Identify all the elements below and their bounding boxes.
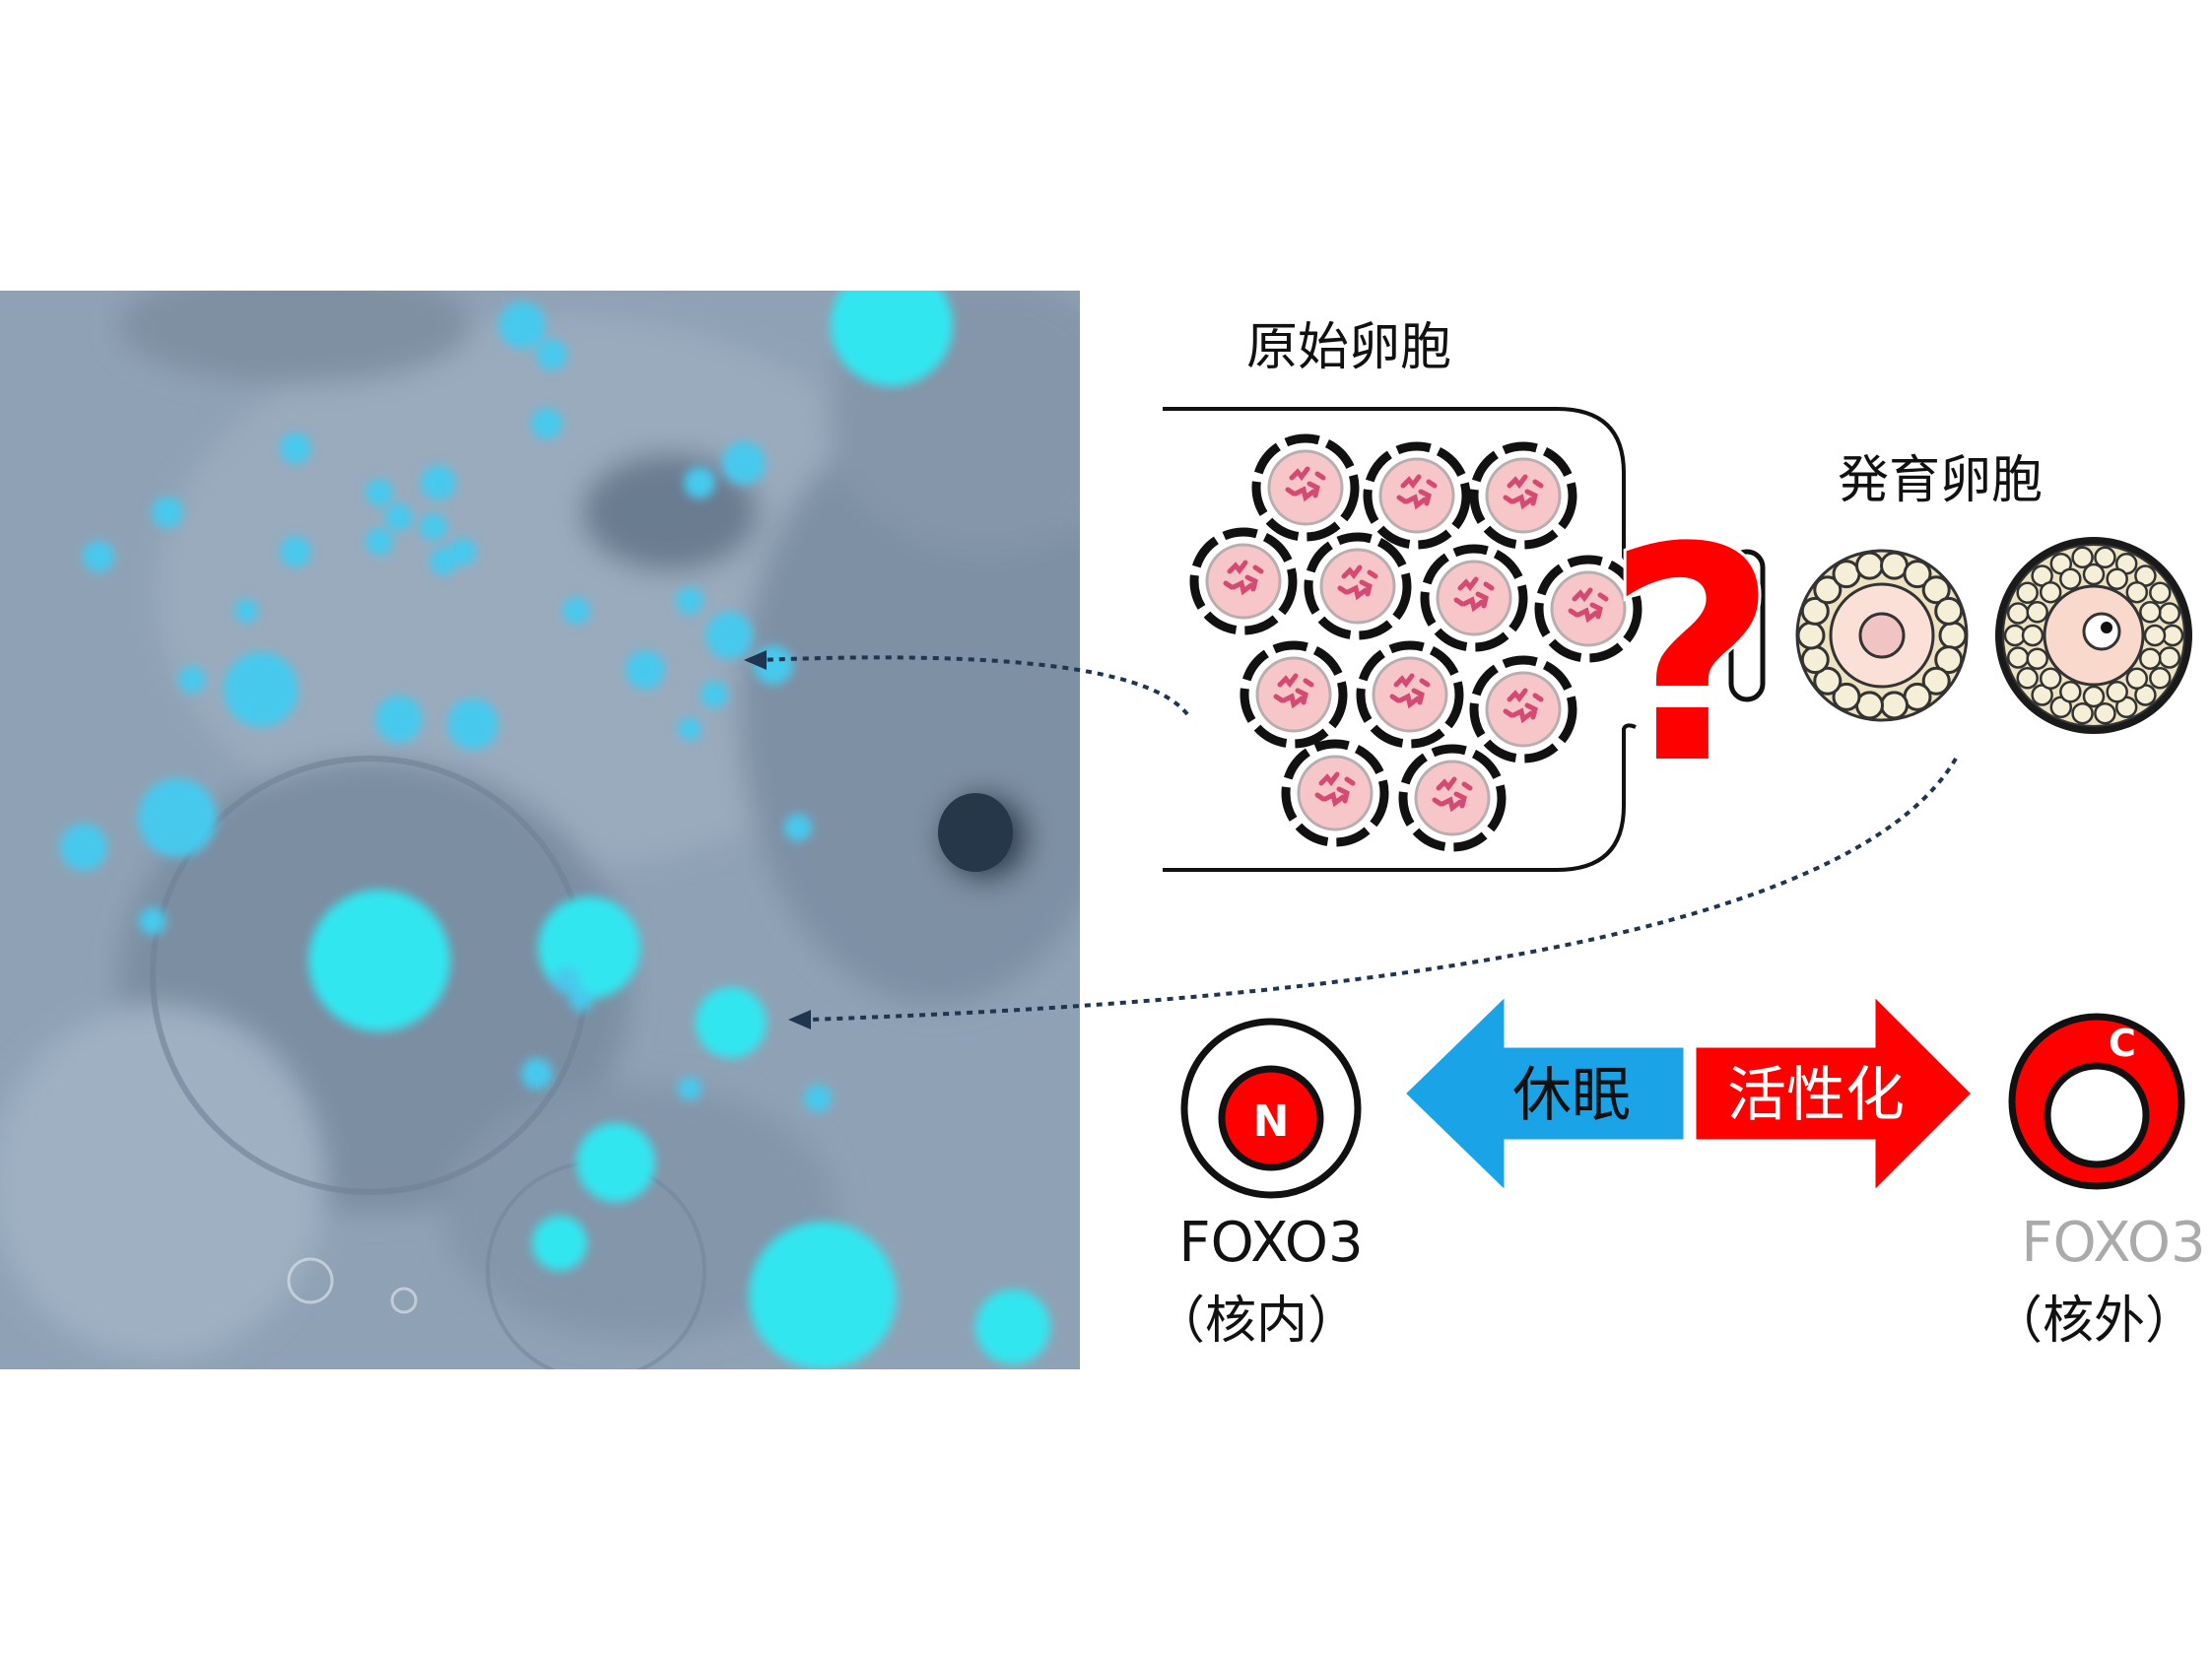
granulosa-cell <box>2106 681 2128 703</box>
granulosa-cell <box>2006 602 2030 625</box>
dapi-nuclei <box>60 291 1050 1369</box>
foxo3-nuclear-label: FOXO3 <box>1178 1211 1363 1275</box>
nucleus-letter: N <box>1253 1096 1290 1147</box>
granulosa-cell <box>1903 560 1932 589</box>
inhibition-bar <box>1636 549 1766 702</box>
granulosa-cell <box>2125 580 2149 604</box>
secondary-follicle-large <box>1995 537 2192 734</box>
dormancy-label: 休眠 <box>1512 1061 1631 1130</box>
granulosa-cell <box>2149 581 2172 604</box>
granulosa-cell <box>2082 685 2106 708</box>
granulosa-cell <box>2071 701 2094 725</box>
granulosa-cell <box>2149 667 2172 690</box>
granulosa-cell <box>1921 666 1951 696</box>
activation-arrow: 活性化 <box>1693 991 1976 1196</box>
granulosa-cell <box>1880 691 1909 720</box>
granulosa-cell <box>1813 575 1843 605</box>
dotted-arrow-developing <box>807 757 1958 1022</box>
granulosa-cell <box>2016 667 2039 690</box>
microscopy-image <box>0 291 1080 1369</box>
arrowhead-2 <box>788 1010 811 1029</box>
foxo3-nuclear-icon: N <box>1180 1018 1362 1199</box>
activation-label: 活性化 <box>1727 1061 1905 1130</box>
granulosa-cell <box>1855 551 1884 580</box>
dotted-arrow-primordial <box>758 655 1189 716</box>
granulosa-cell <box>1800 645 1830 675</box>
granulosa-cell <box>2039 667 2062 691</box>
granulosa-cell <box>2026 601 2048 624</box>
dormancy-arrow: 休眠 <box>1401 991 1687 1196</box>
granulosa-cell <box>2143 624 2167 647</box>
cytoplasm-letter: C <box>2109 1022 2136 1065</box>
granulosa-cell <box>2158 602 2181 625</box>
granulosa-cell <box>2039 580 2062 604</box>
granulosa-cell <box>2158 646 2181 669</box>
dotted-arrows <box>758 655 1958 1022</box>
granulosa-cell <box>2125 667 2149 691</box>
granulosa-cell <box>1796 621 1826 650</box>
granulosa-cell <box>1921 575 1951 605</box>
primordial-follicle-label: 原始卵胞 <box>1246 318 1451 377</box>
granulosa-cell <box>2026 647 2048 670</box>
foxo3-nuclear-sublabel: （核内） <box>1154 1292 1359 1351</box>
foxo3-cytoplasmic-icon: C <box>2008 1013 2185 1190</box>
granulosa-cell <box>2094 546 2116 569</box>
granulosa-cell <box>2016 581 2039 604</box>
granulosa-cell <box>2139 647 2162 670</box>
granulosa-cell <box>1832 682 1861 711</box>
granulosa-cell <box>2094 701 2116 725</box>
developing-follicle-label: 発育卵胞 <box>1838 451 2043 510</box>
granulosa-cell <box>2006 646 2030 669</box>
granulosa-cell <box>2139 601 2162 624</box>
granulosa-cell <box>2071 546 2094 569</box>
secondary-follicle-small <box>1795 549 1969 722</box>
granulosa-cell <box>1934 596 1964 626</box>
foxo3-cytoplasmic-label: FOXO3 <box>2021 1211 2205 1275</box>
granulosa-cell <box>1934 645 1964 675</box>
granulosa-cell <box>2059 681 2082 703</box>
granulosa-cell <box>2106 567 2128 590</box>
primordial-follicles <box>1194 438 1638 847</box>
developing-follicles: 発育卵胞 <box>1795 451 2192 734</box>
granulosa-cell <box>2082 563 2106 586</box>
primordial-follicle-pool: 原始卵胞 <box>1163 318 1638 872</box>
foxo3-cytoplasmic-sublabel: （核外） <box>1991 1292 2196 1351</box>
granulosa-cell <box>2059 567 2082 590</box>
question-mark: ? <box>1606 485 1777 829</box>
granulosa-cell <box>1938 621 1968 650</box>
granulosa-cell <box>1800 596 1830 626</box>
granulosa-cell <box>2021 624 2044 647</box>
granulosa-cell <box>1813 666 1843 696</box>
arrowhead-1 <box>744 650 767 670</box>
